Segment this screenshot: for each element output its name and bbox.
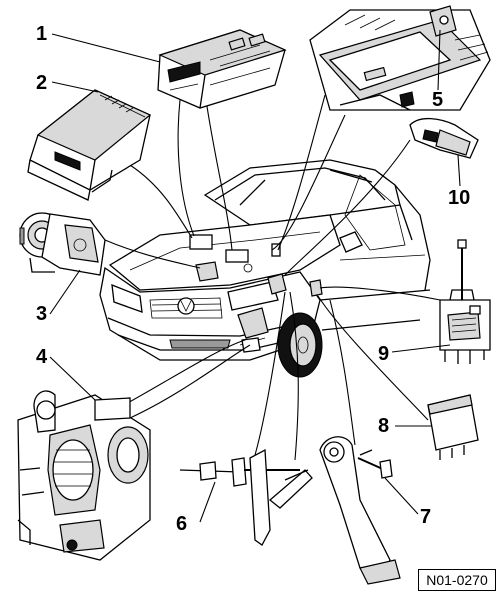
callout-3: 3 [36, 303, 48, 325]
callout-6: 6 [176, 513, 188, 535]
intake-assembly-drawing [17, 390, 151, 561]
callout-5: 5 [432, 89, 444, 111]
cable-bracket-drawing [179, 448, 313, 546]
callout-8: 8 [378, 415, 390, 437]
car-illustration [99, 159, 431, 378]
connection-lines [104, 94, 441, 461]
callout-4: 4 [36, 346, 48, 368]
callout-10: 10 [448, 187, 471, 209]
relay-drawing [427, 394, 479, 460]
actuator-drawing [439, 239, 491, 364]
engine-control-unit-drawing [157, 29, 287, 109]
reference-code: N01-0270 [418, 569, 496, 591]
pedal-drawing [319, 436, 401, 585]
callout-9: 9 [378, 343, 390, 365]
throttle-valve-drawing [19, 212, 106, 276]
switch-lever-drawing [409, 117, 479, 159]
callout-2: 2 [36, 72, 48, 94]
control-unit-box-drawing [27, 89, 152, 201]
callout-leader-lines [49, 29, 461, 523]
dashboard-interior-drawing [309, 5, 491, 111]
callout-1: 1 [36, 23, 48, 45]
callout-7: 7 [420, 506, 432, 528]
